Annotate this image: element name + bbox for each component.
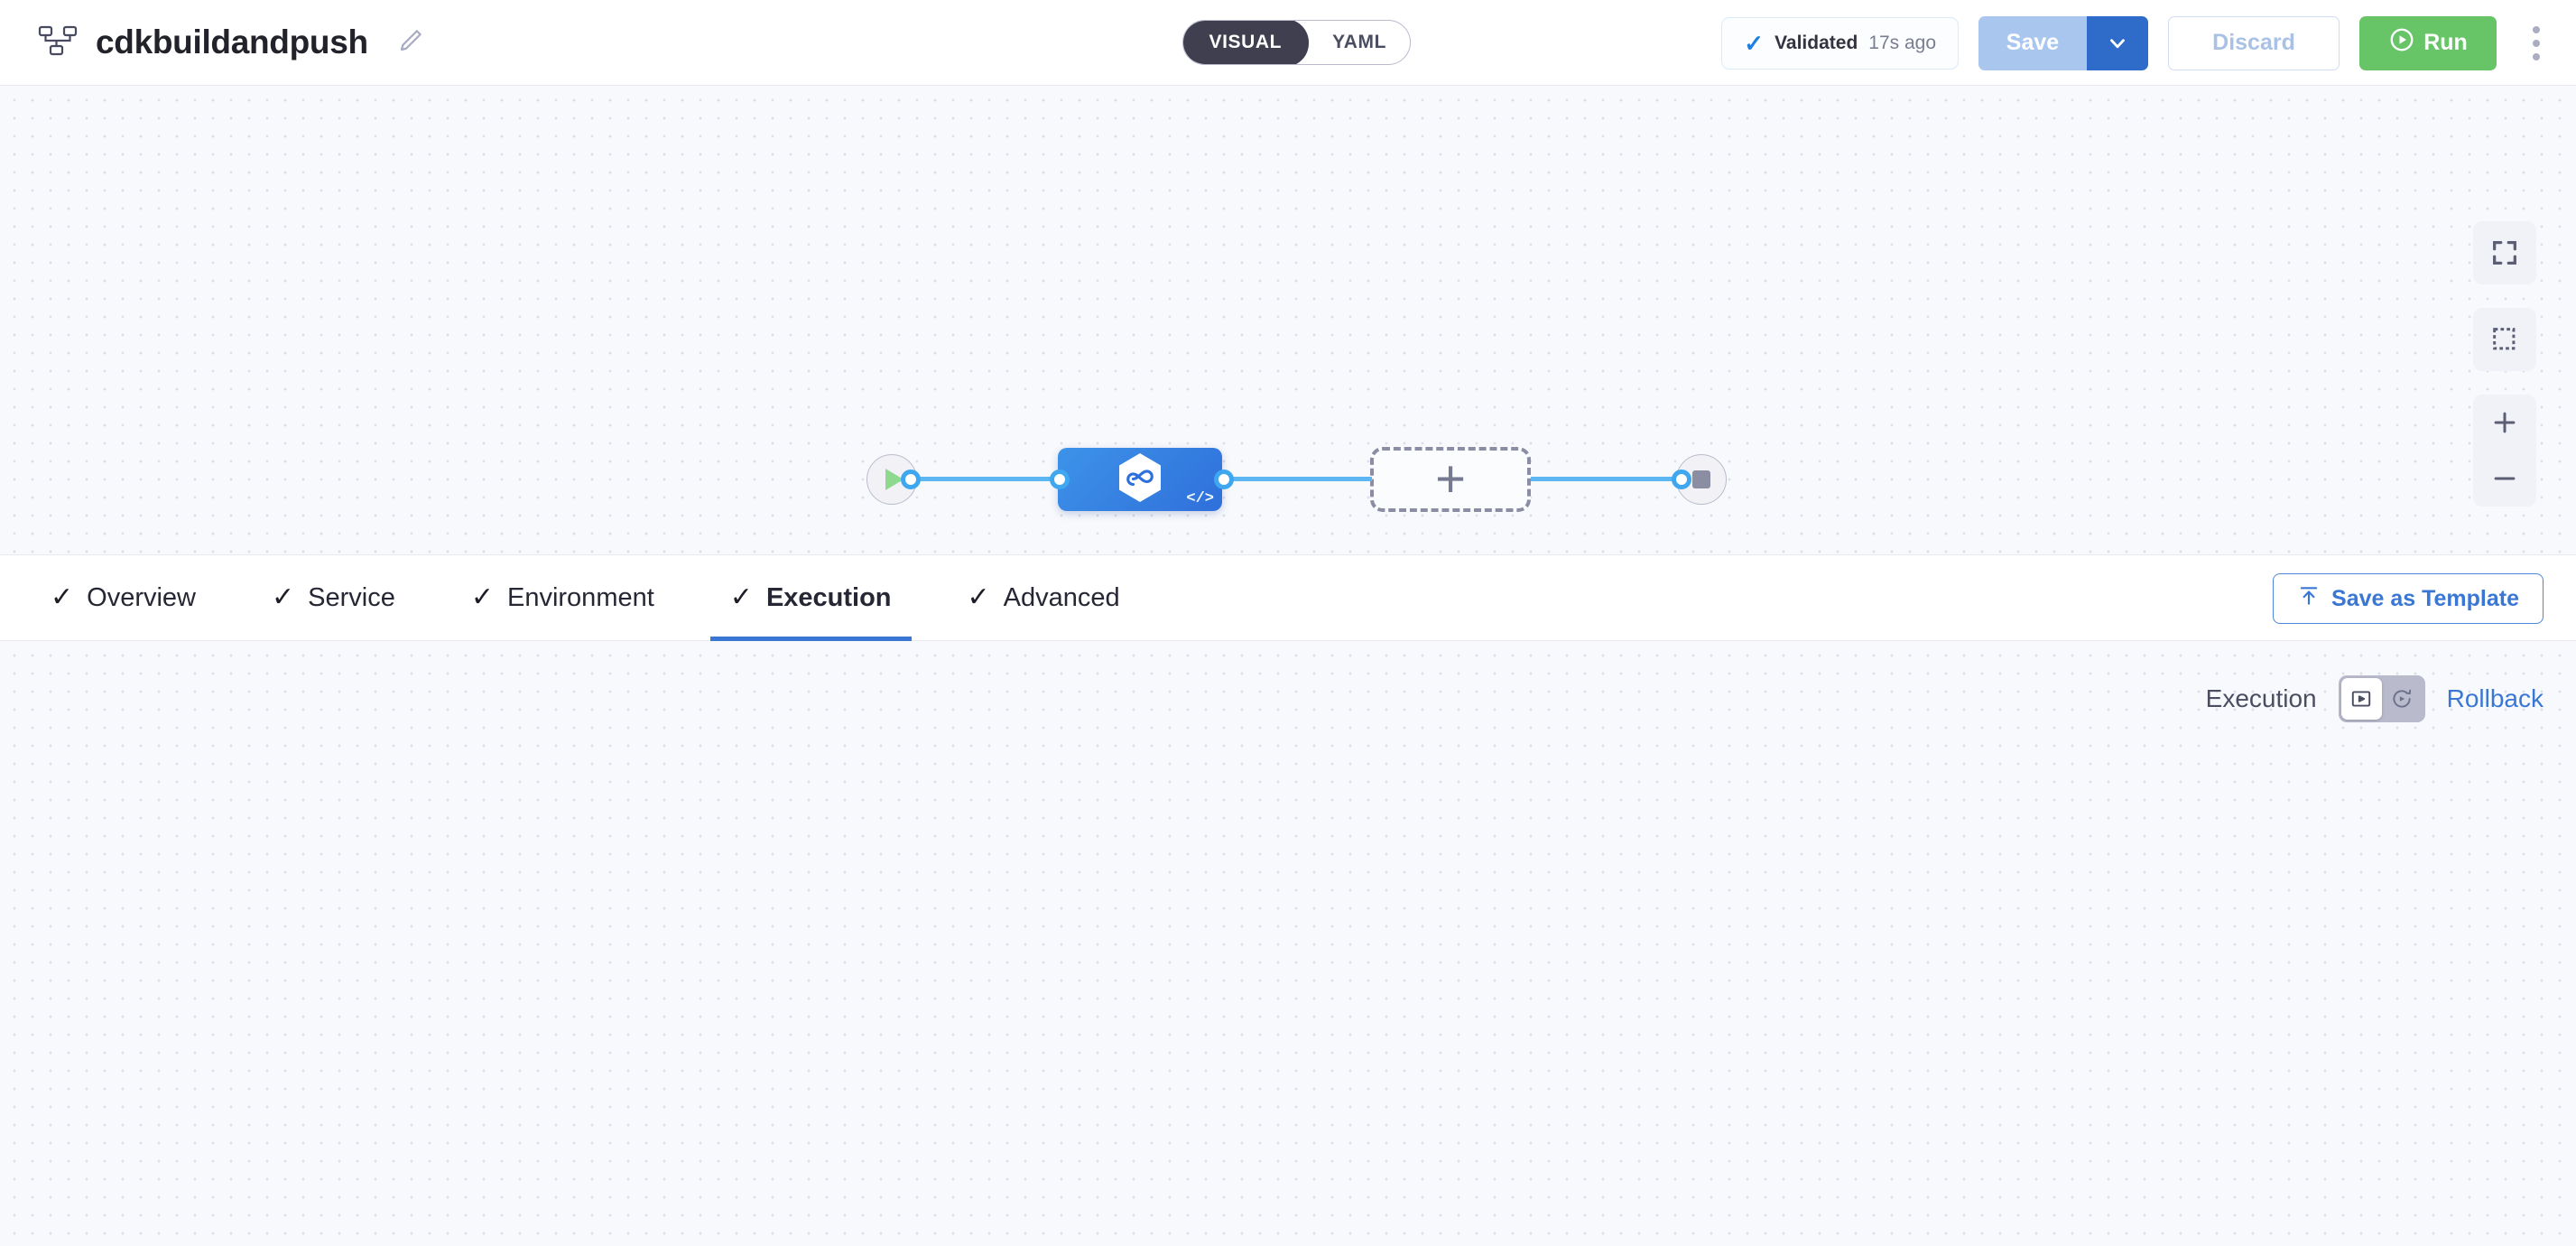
run-button[interactable]: Run (2359, 15, 2497, 70)
check-icon: ✓ (729, 582, 753, 612)
validated-label: Validated (1774, 32, 1858, 53)
stage-code-badge: </> (1186, 490, 1214, 507)
stage-canvas[interactable]: </> ckd + Add Stage (0, 86, 2576, 591)
app-header: cdkbuildandpush VISUAL YAML ✓ Validated … (0, 0, 2576, 86)
tab-label: Execution (765, 582, 892, 612)
zoom-in-icon[interactable] (2473, 395, 2536, 451)
visual-yaml-switch[interactable]: VISUAL YAML (1182, 20, 1412, 65)
rollback-label[interactable]: Rollback (2446, 684, 2544, 712)
play-circle-icon (2388, 26, 2415, 60)
check-icon: ✓ (272, 582, 295, 612)
stage-config-tabs: ✓ Overview ✓ Service ✓ Environment ✓ Exe… (0, 554, 2576, 641)
header-actions: ✓ Validated 17s ago Save Discard (1721, 0, 2556, 86)
execution-label: Execution (2205, 684, 2317, 712)
tab-label: Advanced (1003, 582, 1120, 612)
tab-environment[interactable]: ✓ Environment (451, 554, 674, 641)
stage-out-port[interactable] (1214, 470, 1234, 489)
edge-start-to-ckd (910, 477, 1059, 481)
stage-in-port[interactable] (1050, 470, 1070, 489)
save-as-template-label: Save as Template (2331, 585, 2519, 611)
zoom-controls[interactable] (2473, 395, 2536, 507)
check-icon: ✓ (470, 582, 494, 612)
add-stage-button[interactable]: + (1370, 447, 1531, 512)
tab-label: Service (308, 582, 395, 612)
tab-label: Overview (87, 582, 196, 612)
selection-box-icon[interactable] (2473, 308, 2536, 371)
rollback-mode-icon[interactable] (2382, 678, 2423, 720)
fit-to-screen-icon[interactable] (2473, 221, 2536, 284)
execution-canvas[interactable]: build </> (0, 641, 2576, 1246)
tab-advanced[interactable]: ✓ Advanced (948, 554, 1140, 641)
stage-start-port[interactable] (901, 470, 921, 489)
view-mode-toggle[interactable]: VISUAL YAML (1182, 20, 1412, 65)
tab-label: Environment (506, 582, 654, 612)
tab-service[interactable]: ✓ Service (252, 554, 415, 641)
discard-button[interactable]: Discard (2168, 15, 2340, 70)
tab-visual[interactable]: VISUAL (1183, 21, 1310, 64)
stage-node-ckd[interactable]: </> (1058, 448, 1222, 511)
tab-execution[interactable]: ✓ Execution (709, 554, 912, 641)
check-icon: ✓ (51, 582, 74, 612)
save-button[interactable]: Save (1978, 15, 2087, 70)
check-icon: ✓ (967, 582, 990, 612)
edge-addstage-to-end (1531, 477, 1682, 481)
pencil-icon[interactable] (386, 27, 424, 59)
header-left: cdkbuildandpush (0, 23, 424, 61)
zoom-out-icon[interactable] (2473, 451, 2536, 507)
save-button-group[interactable]: Save (1978, 15, 2148, 70)
edge-ckd-to-addstage (1223, 477, 1372, 481)
kebab-menu-icon[interactable] (2516, 16, 2556, 70)
execution-mode-icon[interactable] (2340, 678, 2382, 720)
validated-timestamp: 17s ago (1868, 32, 1936, 53)
execution-rollback-bar: Execution Rollback (2206, 675, 2544, 722)
tab-overview[interactable]: ✓ Overview (31, 554, 216, 641)
execution-mode-toggle[interactable] (2338, 675, 2425, 722)
canvas-controls[interactable] (2473, 221, 2536, 507)
plus-icon: + (1435, 450, 1466, 508)
page-title: cdkbuildandpush (96, 23, 368, 60)
save-as-template-button[interactable]: Save as Template (2273, 573, 2544, 624)
pipeline-icon (38, 24, 78, 61)
status-badge: ✓ Validated 17s ago (1721, 16, 1959, 70)
upload-icon (2297, 584, 2321, 614)
run-label: Run (2423, 30, 2468, 55)
tab-yaml[interactable]: YAML (1332, 32, 1387, 52)
chevron-down-icon[interactable] (2087, 15, 2148, 70)
harness-hexagon-icon (1115, 451, 1165, 508)
stage-end-port[interactable] (1672, 470, 1691, 489)
check-icon: ✓ (1744, 29, 1765, 57)
